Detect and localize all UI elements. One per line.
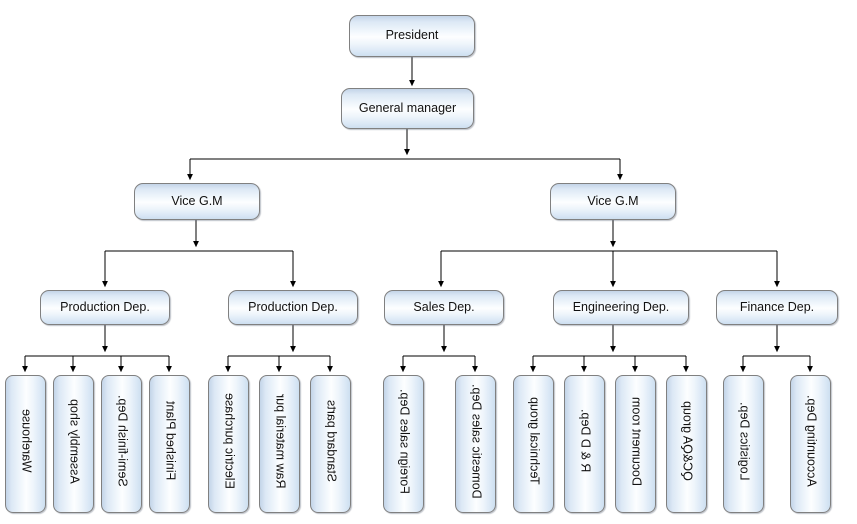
node-rd-dep[interactable]: R & D Dep. xyxy=(564,375,605,513)
node-domestic-sales-dep[interactable]: Domestic sales Dep. xyxy=(455,375,496,513)
node-label-engineering-dep: Engineering Dep. xyxy=(572,299,670,314)
node-document-room[interactable]: Document room xyxy=(615,375,656,513)
node-label-document-room: Document room xyxy=(629,396,644,486)
node-semi-finish-dep[interactable]: Semi-finish Dep. xyxy=(101,375,142,513)
node-label-logistics-dep: Logistics Dep. xyxy=(737,401,752,481)
node-accounting-dep[interactable]: Accounting Dep. xyxy=(790,375,831,513)
node-standard-parts[interactable]: Standard parts xyxy=(310,375,351,513)
node-label-vice-gm-left: Vice G.M xyxy=(171,193,223,208)
node-general-manager[interactable]: General manager xyxy=(341,88,474,129)
node-label-general-manager: General manager xyxy=(358,100,457,115)
node-label-electric-purchase: Electric purchase xyxy=(222,393,237,489)
node-sales-dep[interactable]: Sales Dep. xyxy=(384,290,504,325)
node-label-finished-plant: Finished Plant xyxy=(163,401,178,481)
node-label-standard-parts: Standard parts xyxy=(324,400,339,482)
node-label-sales-dep: Sales Dep. xyxy=(413,299,475,314)
node-label-warehouse: Warehouse xyxy=(19,409,34,473)
node-finance-dep[interactable]: Finance Dep. xyxy=(716,290,838,325)
node-label-assembly-shop: Assembly shop xyxy=(67,398,82,484)
node-label-production-dep-1: Production Dep. xyxy=(60,299,150,314)
node-label-rd-dep: R & D Dep. xyxy=(578,409,593,473)
node-raw-material-pur[interactable]: Raw material pur xyxy=(259,375,300,513)
node-electric-purchase[interactable]: Electric purchase xyxy=(208,375,249,513)
node-logistics-dep[interactable]: Logistics Dep. xyxy=(723,375,764,513)
node-finished-plant[interactable]: Finished Plant xyxy=(149,375,190,513)
node-technical-group[interactable]: Technical group xyxy=(513,375,554,513)
node-label-finance-dep: Finance Dep. xyxy=(739,299,815,314)
node-warehouse[interactable]: Warehouse xyxy=(5,375,46,513)
node-label-domestic-sales-dep: Domestic sales Dep. xyxy=(469,383,484,499)
node-label-raw-material-pur: Raw material pur xyxy=(273,393,288,489)
node-foreign-sales-dep[interactable]: Foreign sales Dep. xyxy=(383,375,424,513)
node-production-dep-2[interactable]: Production Dep. xyxy=(228,290,358,325)
node-production-dep-1[interactable]: Production Dep. xyxy=(40,290,170,325)
node-vice-gm-right[interactable]: Vice G.M xyxy=(550,183,676,220)
node-vice-gm-left[interactable]: Vice G.M xyxy=(134,183,260,220)
node-engineering-dep[interactable]: Engineering Dep. xyxy=(553,290,689,325)
node-qc-qa-group[interactable]: QC&QA group xyxy=(666,375,707,513)
node-label-technical-group: Technical group xyxy=(527,397,542,485)
node-assembly-shop[interactable]: Assembly shop xyxy=(53,375,94,513)
node-president[interactable]: President xyxy=(349,15,475,57)
node-label-president: President xyxy=(385,28,439,43)
node-label-vice-gm-right: Vice G.M xyxy=(587,193,639,208)
node-label-production-dep-2: Production Dep. xyxy=(248,299,338,314)
node-label-foreign-sales-dep: Foreign sales Dep. xyxy=(397,388,412,494)
node-label-accounting-dep: Accounting Dep. xyxy=(804,395,819,487)
node-label-qc-qa-group: QC&QA group xyxy=(680,401,695,481)
node-label-semi-finish-dep: Semi-finish Dep. xyxy=(115,395,130,487)
